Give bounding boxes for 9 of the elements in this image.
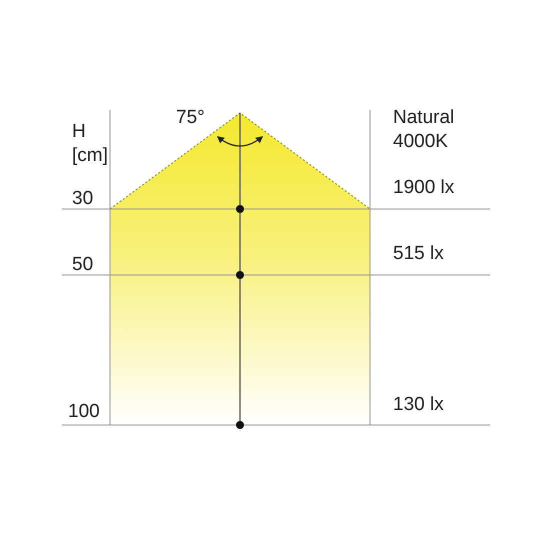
height-value: 50 [72,253,94,277]
axis-label: H [cm] [72,120,109,168]
illuminance-value: 515 lx [393,242,445,266]
light-color-label: Natural 4000K [393,106,456,154]
height-value: 100 [68,400,101,424]
height-value: 30 [72,187,94,211]
illuminance-value: 130 lx [393,393,445,417]
illuminance-value: 1900 lx [393,176,456,200]
angle-label: 75° [176,106,206,130]
